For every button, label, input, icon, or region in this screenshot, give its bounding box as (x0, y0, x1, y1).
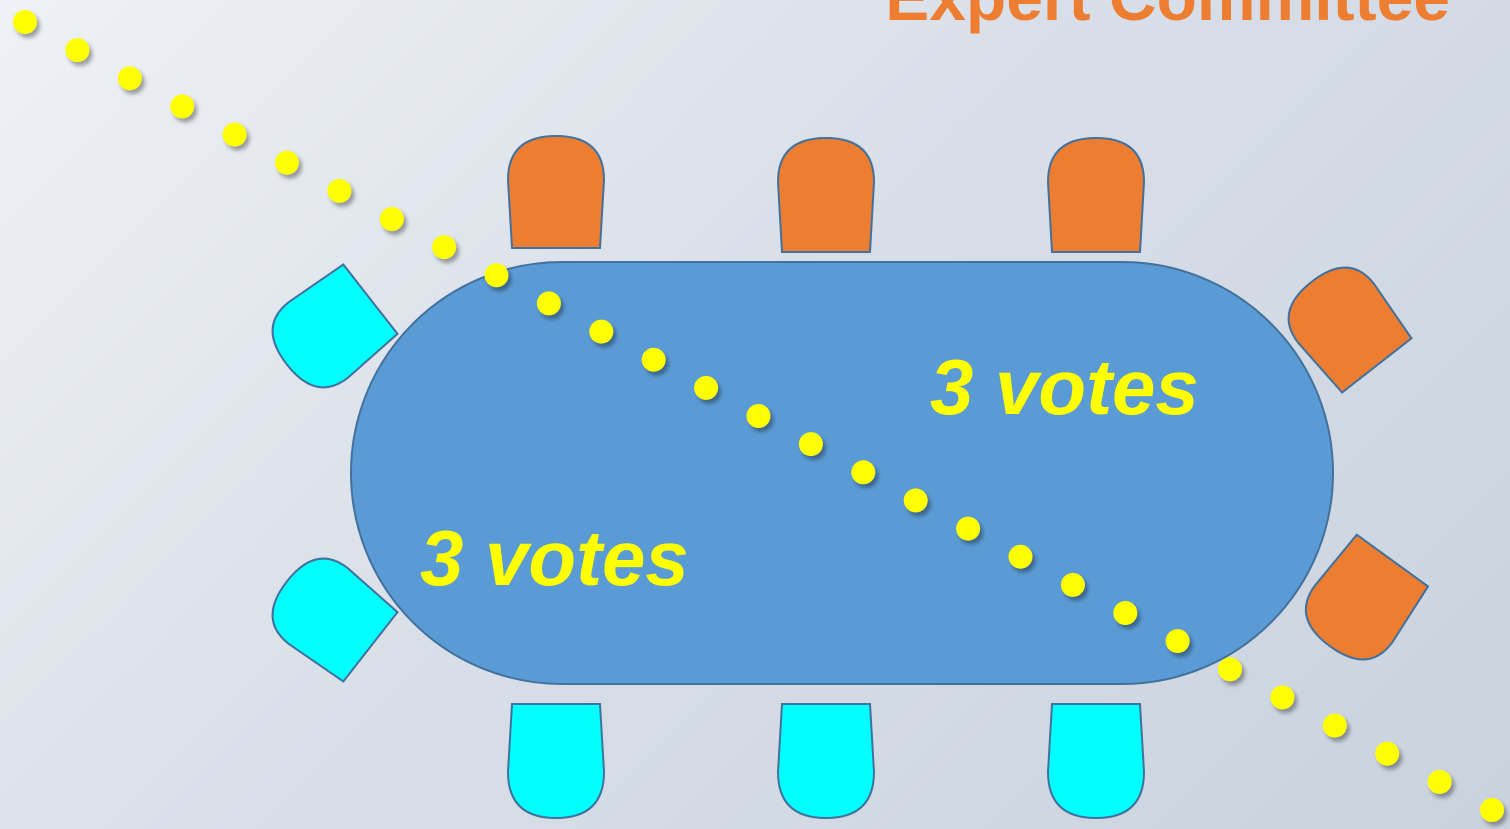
cyan-chair (776, 703, 876, 820)
orange-chair (506, 134, 606, 249)
orange-chair-group (506, 134, 1430, 661)
upper-group-votes-label: 3 votes (930, 343, 1199, 431)
divider-dot (1008, 544, 1033, 569)
divider-dot (1218, 657, 1242, 682)
orange-chair (776, 136, 876, 253)
cyan-chair (1046, 703, 1146, 820)
divider-dot (1270, 685, 1295, 710)
divider-dot (589, 319, 614, 344)
divider-dot (1322, 713, 1347, 738)
slide-title: Expert Committee (885, 0, 1450, 34)
divider-dot (170, 94, 195, 119)
orange-chair (1046, 136, 1146, 253)
cyan-chair (271, 557, 399, 683)
divider-dot (1060, 572, 1085, 597)
divider-dot (956, 516, 981, 541)
divider-dot (484, 263, 509, 288)
divider-dot (1427, 769, 1452, 794)
orange-chair (1287, 266, 1413, 394)
divider-dot (536, 291, 561, 316)
divider-dot (851, 460, 876, 485)
divider-dot (379, 207, 404, 231)
divider-dot (746, 404, 771, 428)
divider-dot (327, 178, 352, 203)
divider-dot (117, 66, 142, 91)
divider-dot (222, 122, 247, 147)
lower-group-votes-label: 3 votes (420, 514, 689, 602)
orange-chair (1305, 533, 1430, 661)
divider-dot (13, 10, 37, 34)
divider-dot (694, 375, 719, 400)
divider-dot (432, 235, 457, 260)
cyan-chair (506, 703, 606, 820)
divider-dot (275, 150, 299, 175)
divider-dot (641, 347, 666, 372)
divider-dot (903, 488, 928, 513)
divider-dot (1375, 741, 1400, 766)
divider-dot (1480, 798, 1504, 822)
divider-dot (1113, 601, 1138, 625)
cyan-chair (271, 263, 399, 389)
divider-dot (798, 432, 823, 457)
conference-table (350, 261, 1334, 685)
dotted-divider-line (13, 10, 1504, 822)
divider-dot (65, 38, 90, 63)
divider-dot (1165, 629, 1190, 654)
cyan-chair-group (271, 263, 1146, 820)
